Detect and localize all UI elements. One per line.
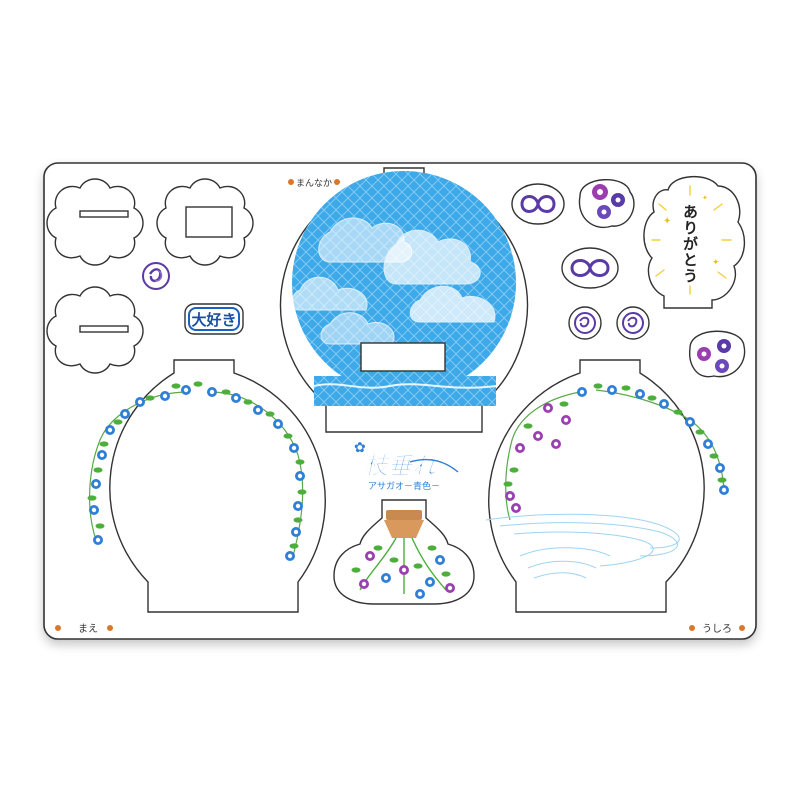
mizuhiki-knot-cluster-2 bbox=[689, 330, 746, 378]
scalloped-piece-2 bbox=[156, 178, 254, 266]
scalloped-piece-3 bbox=[46, 286, 144, 374]
thanks-cloud: ✦ ✦ ✦ ありがとう bbox=[643, 175, 745, 309]
love-text: 大好き bbox=[191, 311, 236, 329]
logo-subtitle: アサガオ－青色－ bbox=[368, 480, 440, 492]
back-piece bbox=[485, 359, 729, 613]
spark-icon: ✦ bbox=[702, 194, 708, 202]
scalloped-piece-1 bbox=[46, 178, 144, 266]
product-logo: ✿ 枝垂れ アサガオ－青色－ bbox=[354, 440, 459, 492]
middle-text: まんなか bbox=[296, 178, 332, 189]
mizuhiki-knot-infinity-2 bbox=[561, 247, 619, 289]
mizuhiki-knot-small-left bbox=[141, 261, 171, 291]
mizuhiki-knot-cluster-1 bbox=[578, 179, 635, 228]
front-piece bbox=[87, 359, 326, 613]
front-label: まえ bbox=[55, 623, 113, 635]
mizuhiki-knot-infinity-1 bbox=[511, 183, 565, 225]
flower-icon: ✿ bbox=[354, 440, 366, 456]
water-ripples bbox=[485, 513, 680, 579]
love-badge: 大好き bbox=[184, 303, 244, 335]
hanging-pot-piece bbox=[333, 499, 475, 605]
mizuhiki-knot-round-1 bbox=[568, 306, 602, 340]
front-text: まえ bbox=[78, 623, 98, 635]
spark-icon: ✦ bbox=[712, 258, 720, 268]
middle-label: まんなか bbox=[288, 178, 340, 189]
logo-title: 枝垂れ bbox=[364, 452, 437, 480]
back-text: うしろ bbox=[702, 623, 732, 635]
spark-icon: ✦ bbox=[663, 216, 671, 227]
mizuhiki-knot-round-2 bbox=[616, 306, 650, 340]
back-label: うしろ bbox=[689, 623, 745, 635]
center-sky-piece bbox=[279, 167, 529, 433]
thanks-text: ありがとう bbox=[681, 204, 699, 284]
